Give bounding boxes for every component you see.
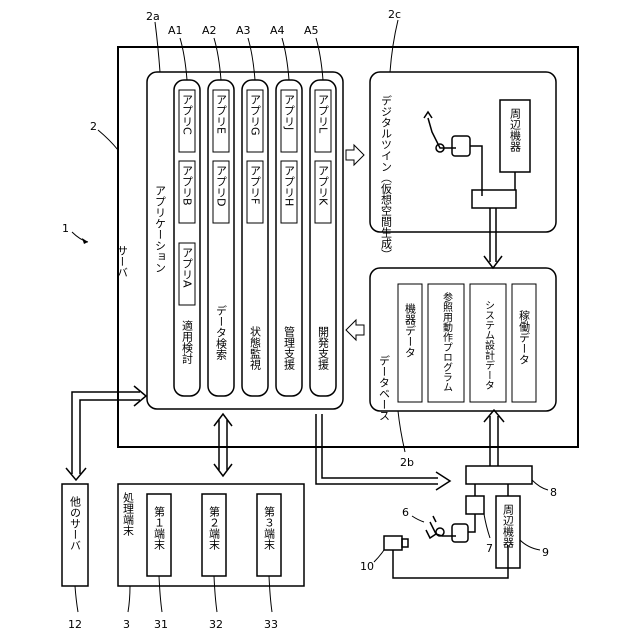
db-item-1: 機器データ bbox=[404, 302, 417, 358]
app-category-1: 適用検討 bbox=[181, 319, 194, 364]
other-server-label: 他のサーバ bbox=[69, 496, 82, 551]
app-category-5: 開発支援 bbox=[317, 326, 330, 371]
camera-icon bbox=[384, 536, 402, 550]
db-item-4: 稼働データ bbox=[518, 309, 531, 365]
arrow-other-server-apps bbox=[66, 386, 146, 480]
processing-terminal-title: 処理端末 bbox=[122, 492, 135, 537]
app-category-4: 管理支援 bbox=[283, 325, 296, 371]
field-robot-icon bbox=[426, 514, 475, 542]
applications-title: アプリケーション bbox=[154, 185, 167, 273]
app-item-j-label: アプリJ bbox=[283, 94, 296, 130]
terminal-2-label: 第２端末 bbox=[208, 505, 221, 551]
app-item-h-label: アプリH bbox=[283, 165, 296, 206]
app-item-c-label: アプリC bbox=[181, 94, 194, 135]
app-item-k-label: アプリK bbox=[317, 165, 330, 206]
app-item-f-label: アプリF bbox=[249, 165, 262, 204]
applications-box bbox=[147, 72, 343, 409]
twin-controller bbox=[472, 190, 516, 208]
hub-box bbox=[466, 466, 532, 484]
label-32: 32 bbox=[209, 618, 223, 631]
arrow-db-to-apps bbox=[346, 320, 364, 340]
app-column-2: アプリE アプリD データ検索 bbox=[208, 80, 234, 396]
label-6: 6 bbox=[402, 506, 409, 519]
twin-peripheral-label: 周辺機器 bbox=[509, 108, 522, 153]
field-peripheral-label: 周辺機器 bbox=[502, 504, 515, 549]
database-title: データベース bbox=[378, 354, 391, 421]
label-9: 9 bbox=[542, 546, 549, 559]
label-a4: A4 bbox=[270, 24, 285, 37]
arrow-hub-to-db bbox=[484, 410, 504, 466]
label-a1: A1 bbox=[168, 24, 183, 37]
db-item-3: システム設計データ bbox=[483, 300, 495, 390]
label-2: 2 bbox=[90, 120, 97, 133]
label-3: 3 bbox=[123, 618, 130, 631]
arrow-apps-to-twin bbox=[346, 145, 364, 165]
app-column-4: アプリJ アプリH 管理支援 bbox=[276, 80, 302, 396]
app-item-b-label: アプリB bbox=[181, 165, 194, 206]
arrow-twin-db bbox=[484, 208, 502, 268]
label-31: 31 bbox=[154, 618, 168, 631]
label-2b: 2b bbox=[400, 456, 414, 469]
label-10: 10 bbox=[360, 560, 374, 573]
app-item-d-label: アプリD bbox=[215, 165, 228, 206]
digital-twin-box bbox=[370, 72, 556, 232]
app-item-l-label: アプリL bbox=[317, 94, 330, 134]
controller-box bbox=[466, 496, 484, 514]
app-category-3: 状態監視 bbox=[249, 325, 262, 371]
label-a5: A5 bbox=[304, 24, 319, 37]
twin-robot-icon bbox=[424, 112, 482, 196]
label-7: 7 bbox=[486, 542, 493, 555]
app-item-g-label: アプリG bbox=[249, 94, 262, 136]
app-item-e-label: アプリE bbox=[215, 94, 228, 134]
digital-twin-title: デジタルツイン（仮想空間生成） bbox=[380, 94, 393, 260]
label-33: 33 bbox=[264, 618, 278, 631]
label-a2: A2 bbox=[202, 24, 217, 37]
label-2a: 2a bbox=[146, 10, 160, 23]
label-8: 8 bbox=[550, 486, 557, 499]
app-column-1: アプリC アプリB アプリA 適用検討 bbox=[174, 80, 200, 396]
arrow-apps-to-field bbox=[316, 414, 438, 484]
label-12: 12 bbox=[68, 618, 82, 631]
app-column-3: アプリG アプリF 状態監視 bbox=[242, 80, 268, 396]
terminal-1-label: 第１端末 bbox=[153, 505, 166, 551]
terminal-3-label: 第３端末 bbox=[263, 505, 276, 551]
server-title: サーバ bbox=[116, 245, 129, 278]
app-category-2: データ検索 bbox=[215, 304, 228, 360]
db-item-2: 参照用動作プログラム bbox=[441, 291, 453, 392]
label-1: 1 bbox=[62, 222, 69, 235]
label-2c: 2c bbox=[388, 8, 401, 21]
app-column-5: アプリL アプリK 開発支援 bbox=[310, 80, 336, 396]
label-a3: A3 bbox=[236, 24, 251, 37]
arrow-apps-terminals bbox=[214, 414, 232, 476]
app-item-a-label: アプリA bbox=[181, 247, 194, 288]
